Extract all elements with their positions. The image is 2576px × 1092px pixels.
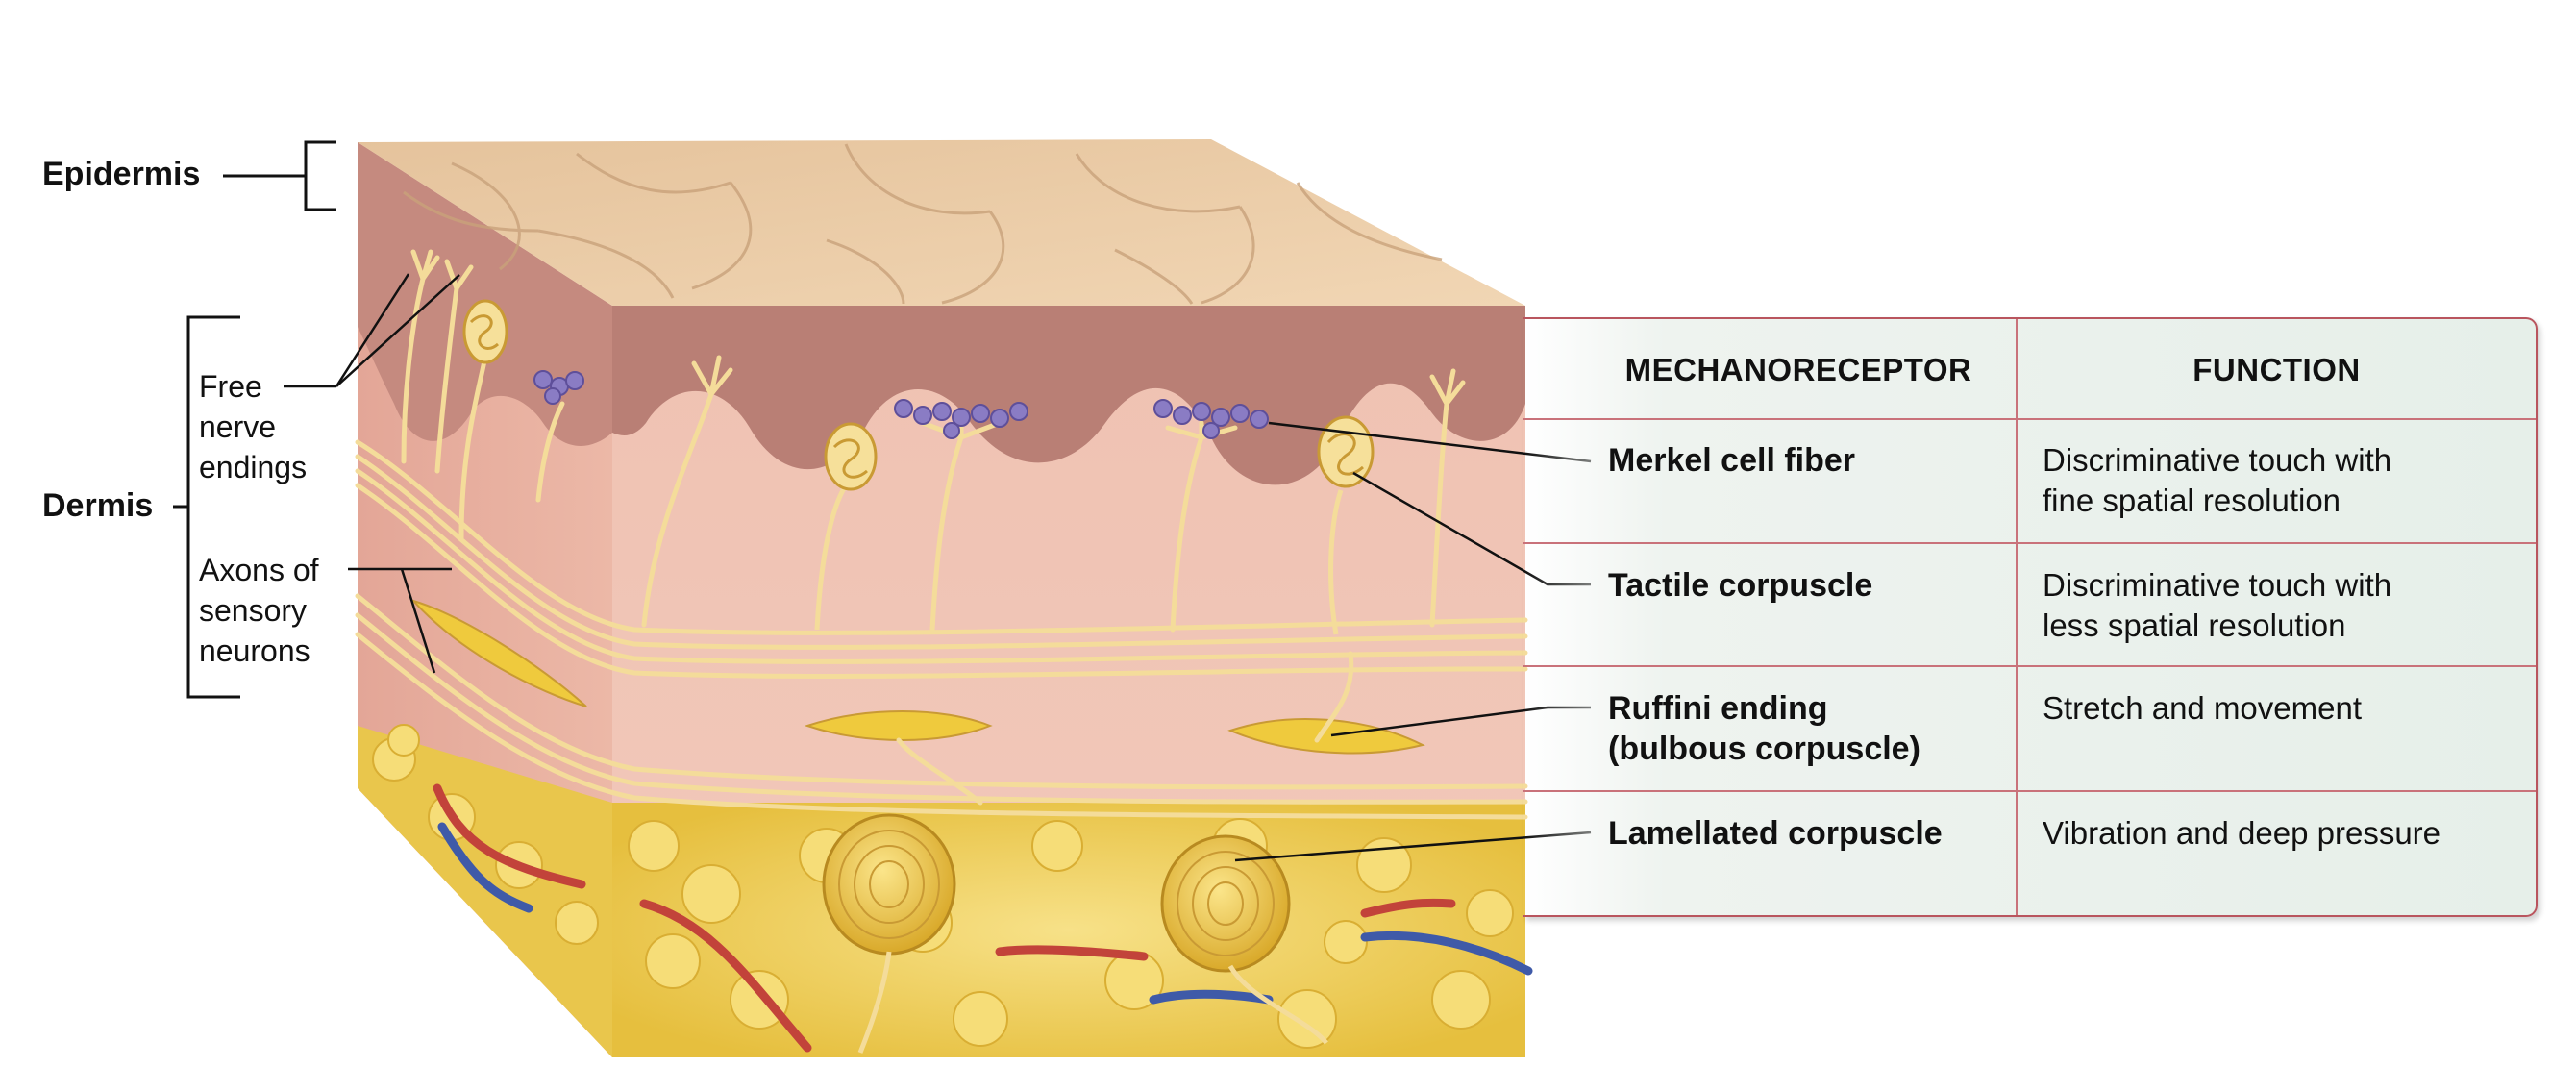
function-merkel-line-1: Discriminative touch with	[2043, 442, 2392, 478]
dermis-bracket	[173, 315, 240, 699]
ruffini-endings	[409, 599, 1425, 755]
table-row-divider	[1523, 790, 2536, 792]
header-function: FUNCTION	[2192, 352, 2361, 387]
table-row-divider	[1523, 418, 2536, 420]
merkel-cells	[533, 370, 1269, 439]
surface-ridges	[403, 143, 1443, 305]
axons-leader	[348, 567, 452, 674]
function-lamellated: Vibration and deep pressure	[2043, 815, 2441, 851]
axons-label-2: sensory	[199, 593, 308, 628]
function-tactile-line-2: less spatial resolution	[2043, 608, 2346, 643]
receptor-lamellated-corpuscle: Lamellated corpuscle	[1608, 815, 1943, 852]
receptor-merkel-cell-fiber: Merkel cell fiber	[1608, 442, 1856, 479]
table-row-divider	[1523, 665, 2536, 667]
free-nerve-endings-label-2: nerve	[199, 410, 277, 444]
axon-bundles	[355, 439, 1528, 820]
header-mechanoreceptor: MECHANORECEPTOR	[1624, 352, 1972, 387]
axons-label-1: Axons of	[199, 553, 319, 587]
table-column-divider	[2016, 319, 2018, 915]
epidermis-bracket	[223, 140, 336, 211]
hypodermis-side	[358, 726, 612, 1057]
fat-lobules	[372, 724, 1514, 1049]
receptor-ruffini-ending: Ruffini ending	[1608, 690, 1828, 727]
epidermis-label: Epidermis	[42, 156, 201, 192]
epidermis-surface	[358, 139, 1525, 306]
receptor-ruffini-ending-alt: (bulbous corpuscle)	[1608, 731, 1920, 767]
epidermis-band-side	[358, 142, 612, 446]
receptor-tactile-corpuscle: Tactile corpuscle	[1608, 567, 1873, 604]
dermis-label: Dermis	[42, 487, 154, 524]
blood-vessels	[433, 783, 1533, 1053]
axons-label-3: neurons	[199, 633, 310, 668]
function-tactile-line-1: Discriminative touch with	[2043, 567, 2392, 603]
lamellated-corpuscles	[822, 813, 1328, 1054]
free-nerve-endings-leader	[284, 273, 460, 388]
table-row-divider	[1523, 542, 2536, 544]
tactile-corpuscles	[458, 299, 1375, 635]
function-merkel-line-2: fine spatial resolution	[2043, 483, 2341, 518]
mechanoreceptor-table: MECHANORECEPTOR FUNCTION Merkel cell fib…	[1523, 317, 2538, 917]
function-ruffini: Stretch and movement	[2043, 690, 2362, 726]
free-nerve-endings-label-1: Free	[199, 369, 262, 404]
free-nerve-endings	[401, 249, 1466, 628]
free-nerve-endings-label-3: endings	[199, 450, 308, 484]
ruffini-nerve	[896, 651, 1354, 806]
merkel-cell-fibers	[535, 401, 1238, 633]
